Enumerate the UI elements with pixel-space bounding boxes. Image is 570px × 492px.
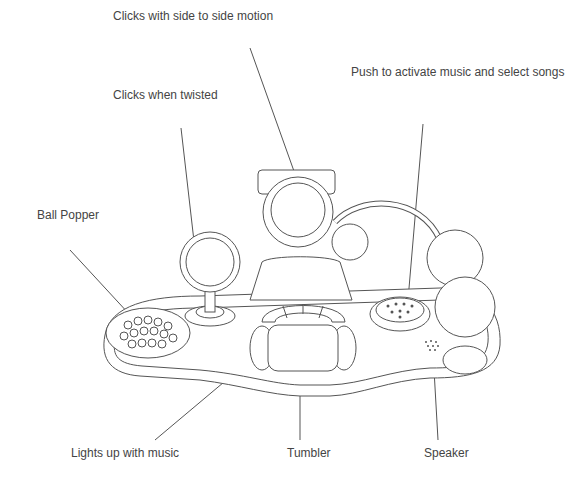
ball xyxy=(164,322,172,330)
ball-knob-base xyxy=(443,346,487,374)
hole xyxy=(437,345,439,347)
callout-label: Speaker xyxy=(424,446,469,460)
rib xyxy=(283,306,287,318)
callout-label: Ball Popper xyxy=(37,208,99,222)
hole xyxy=(432,345,434,347)
tumbler-drum xyxy=(268,325,338,371)
hole xyxy=(427,345,429,347)
callout-label: Push to activate music and select songs xyxy=(351,65,564,79)
music-button xyxy=(376,298,424,322)
leader-line xyxy=(250,48,295,174)
ball xyxy=(130,329,138,337)
ball xyxy=(140,327,148,335)
ball xyxy=(138,339,146,347)
dot xyxy=(399,316,402,319)
ball xyxy=(150,327,158,335)
callout-label: Tumbler xyxy=(287,446,331,460)
dot xyxy=(403,303,406,306)
twist-mirror xyxy=(180,232,240,292)
lower-ball xyxy=(435,277,495,337)
arm-ball xyxy=(332,224,368,260)
hole xyxy=(425,341,427,343)
upper-ball xyxy=(427,230,483,286)
button-dots xyxy=(387,303,414,319)
hole xyxy=(430,340,432,342)
ball-popper-dome xyxy=(106,308,190,358)
callout-label: Clicks when twisted xyxy=(113,88,218,102)
popper-balls xyxy=(120,316,177,348)
dot xyxy=(387,305,390,308)
ball xyxy=(158,340,166,348)
music-button-rim xyxy=(370,297,430,331)
dot xyxy=(411,305,414,308)
hole xyxy=(429,349,431,351)
dot xyxy=(399,310,402,313)
callout-label: Lights up with music xyxy=(71,446,179,460)
ball xyxy=(120,332,128,340)
dot xyxy=(391,311,394,314)
ball xyxy=(148,339,156,347)
rib xyxy=(319,306,323,318)
ball xyxy=(154,318,162,326)
figure-body xyxy=(250,257,352,300)
ball xyxy=(134,317,142,325)
dot xyxy=(395,303,398,306)
ball xyxy=(124,321,132,329)
light-ribs xyxy=(283,304,323,318)
leader-line xyxy=(181,128,195,250)
hole xyxy=(434,349,436,351)
rib xyxy=(303,304,304,314)
hole xyxy=(435,341,437,343)
dot xyxy=(407,311,410,314)
ball xyxy=(169,334,177,342)
ball xyxy=(160,330,168,338)
figure-head xyxy=(263,177,333,247)
callout-label: Clicks with side to side motion xyxy=(113,9,273,23)
figure-face xyxy=(271,183,325,237)
leader-line xyxy=(70,250,130,315)
ball xyxy=(144,316,152,324)
speaker-holes xyxy=(425,340,439,351)
toy-body xyxy=(104,170,500,396)
mirror-face xyxy=(186,238,234,286)
ball xyxy=(128,340,136,348)
